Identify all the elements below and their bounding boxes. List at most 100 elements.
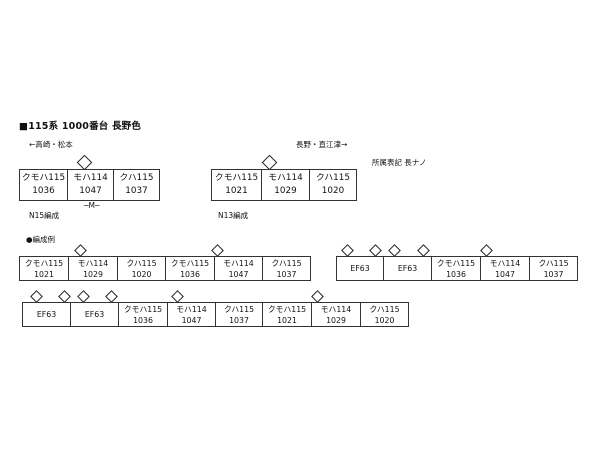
- car-cell: EF63: [23, 303, 71, 326]
- car-number: 1021: [34, 269, 54, 279]
- car-number: 1021: [225, 186, 248, 196]
- car-number: 1029: [326, 315, 346, 325]
- car-name: クハ115: [126, 258, 157, 268]
- car-number: 1047: [228, 269, 249, 279]
- car-name: クモハ115: [267, 304, 307, 314]
- car-number: 1037: [229, 315, 249, 325]
- formation-n13: クモハ115 1021 モハ114 1029 クハ115 1020: [211, 169, 357, 201]
- car-cell: クハ115 1037: [114, 170, 159, 200]
- pantograph-icon: [341, 244, 354, 257]
- formation-label-n13: N13編成: [218, 211, 249, 220]
- pantograph-icon: [369, 244, 382, 257]
- pantograph-icon: [30, 290, 43, 303]
- heading-marker: ■: [19, 121, 29, 132]
- car-name: モハ114: [77, 258, 109, 268]
- car-name: クハ115: [538, 258, 569, 268]
- car-number: 1029: [83, 269, 103, 279]
- car-name: モハ114: [176, 304, 207, 314]
- car-number: 1037: [276, 269, 297, 279]
- car-name: モハ114: [73, 173, 108, 183]
- pantograph-icon: [211, 244, 224, 257]
- car-number: 1020: [131, 269, 152, 279]
- car-number: 1047: [181, 315, 202, 325]
- pantograph-icon: [480, 244, 493, 257]
- pantograph-icon: [261, 154, 278, 171]
- car-cell: クハ115 1020: [310, 170, 356, 200]
- car-name: EF63: [84, 310, 105, 319]
- direction-left-label: ←高崎・松本: [29, 140, 73, 149]
- example-marker: ●: [26, 235, 33, 244]
- pantograph-icon: [171, 290, 184, 303]
- car-number: 1021: [277, 315, 297, 325]
- car-name: EF63: [397, 264, 418, 273]
- pantograph-icon: [74, 244, 87, 257]
- car-name: クハ115: [271, 258, 302, 268]
- motor-unit-label: ─M─: [84, 201, 100, 210]
- car-name: クモハ115: [123, 304, 163, 314]
- car-name: クモハ115: [24, 258, 64, 268]
- pantograph-icon: [311, 290, 324, 303]
- pantograph-icon: [417, 244, 430, 257]
- heading-text: 115系 1000番台 長野色: [28, 121, 142, 132]
- formation-n15: クモハ115 1036 モハ114 1047 クハ115 1037: [19, 169, 160, 201]
- car-number: 1036: [180, 269, 200, 279]
- car-cell: EF63: [384, 257, 432, 280]
- car-name: クハ115: [316, 173, 350, 183]
- car-number: 1037: [543, 269, 564, 279]
- pantograph-icon: [58, 290, 71, 303]
- car-cell: クモハ115 1036: [20, 170, 68, 200]
- car-name: モハ114: [489, 258, 521, 268]
- pantograph-icon: [76, 154, 93, 171]
- car-number: 1020: [374, 315, 395, 325]
- car-name: クハ115: [223, 304, 255, 314]
- car-name: クモハ115: [436, 258, 476, 268]
- page-title: ■115系 1000番台 長野色: [19, 118, 141, 132]
- car-name: モハ114: [268, 173, 303, 183]
- car-number: 1036: [446, 269, 466, 279]
- car-cell: EF63: [71, 303, 119, 326]
- car-number: 1047: [79, 186, 102, 196]
- car-name: モハ114: [223, 258, 254, 268]
- depot-label: 所属表記 長ナノ: [372, 158, 427, 167]
- pantograph-icon: [77, 290, 90, 303]
- example-label: 編成例: [32, 235, 56, 244]
- car-cell: EF63: [337, 257, 384, 280]
- car-number: 1037: [125, 186, 148, 196]
- example-heading: ●編成例: [26, 234, 55, 245]
- car-number: 1047: [495, 269, 515, 279]
- car-cell: モハ114 1047: [68, 170, 114, 200]
- direction-right-label: 長野・直江津→: [296, 140, 348, 149]
- car-name: EF63: [36, 310, 57, 319]
- formation-label-n15: N15編成: [29, 211, 60, 220]
- car-name: クモハ115: [214, 173, 259, 183]
- car-number: 1020: [321, 186, 345, 196]
- car-number: 1036: [32, 186, 55, 196]
- car-name: クモハ115: [21, 173, 66, 183]
- car-name: EF63: [350, 264, 370, 273]
- car-name: クハ115: [119, 173, 154, 183]
- car-cell: モハ114 1029: [262, 170, 310, 200]
- car-name: クハ115: [369, 304, 400, 314]
- car-number: 1036: [133, 315, 153, 325]
- pantograph-icon: [388, 244, 401, 257]
- car-name: クモハ115: [170, 258, 210, 268]
- car-name: モハ114: [320, 304, 352, 314]
- car-number: 1029: [274, 186, 297, 196]
